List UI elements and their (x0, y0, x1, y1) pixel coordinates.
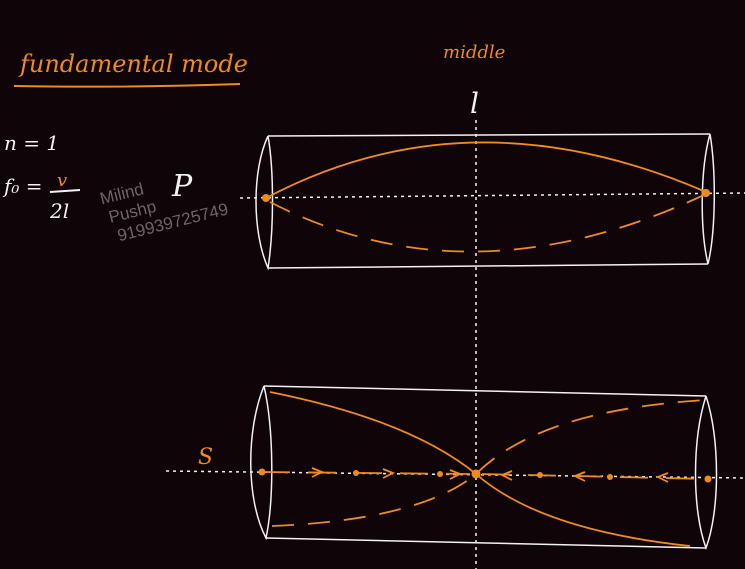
bottom-pipe-left-end (250, 385, 273, 541)
top-wave-lower-dashed (269, 193, 707, 253)
bottom-pipe (165, 385, 745, 551)
top-pipe-upper-wall (267, 133, 711, 137)
top-pipe-lower-wall (267, 263, 709, 269)
top-pipe-left-end (255, 135, 274, 271)
bottom-center-node (471, 469, 481, 479)
harmonic-number: n = 1 (4, 131, 59, 155)
frequency-lhs: f₀ = (2, 174, 43, 198)
label-p: P (171, 169, 193, 204)
frequency-denominator: 2l (49, 199, 69, 223)
arrow-left-3 (655, 472, 669, 483)
label-s: S (198, 445, 213, 470)
arrow-right-1 (311, 467, 325, 478)
arrows-left-line (261, 471, 471, 475)
bottom-point-5 (537, 472, 543, 478)
bottom-point-2 (353, 470, 359, 476)
top-left-node (262, 194, 270, 202)
top-pipe-right-end (701, 133, 715, 265)
top-pipe (239, 133, 745, 271)
bottom-point-3 (437, 471, 443, 477)
top-wave-upper (265, 141, 707, 199)
bottom-wave-dashed (271, 399, 707, 527)
bottom-pipe-lower-wall (265, 537, 707, 549)
bottom-point-6 (607, 474, 613, 480)
length-symbol: l (470, 87, 479, 120)
top-right-node (702, 189, 710, 197)
arrow-left-2 (572, 471, 586, 482)
arrow-right-3 (449, 469, 463, 480)
bottom-pipe-upper-wall (263, 385, 707, 397)
top-pipe-axis (239, 192, 745, 199)
bottom-right-point (704, 475, 712, 483)
middle-label: middle (443, 42, 505, 63)
bottom-pipe-right-end (694, 395, 718, 551)
fraction-bar (49, 189, 81, 193)
title-underline (13, 83, 241, 88)
frequency-numerator: v (57, 170, 67, 191)
arrows-right-line (481, 473, 709, 480)
arrow-right-2 (382, 468, 396, 479)
arrow-left-1 (499, 470, 513, 481)
title-text: fundamental mode (18, 50, 248, 78)
bottom-left-point (258, 468, 266, 476)
